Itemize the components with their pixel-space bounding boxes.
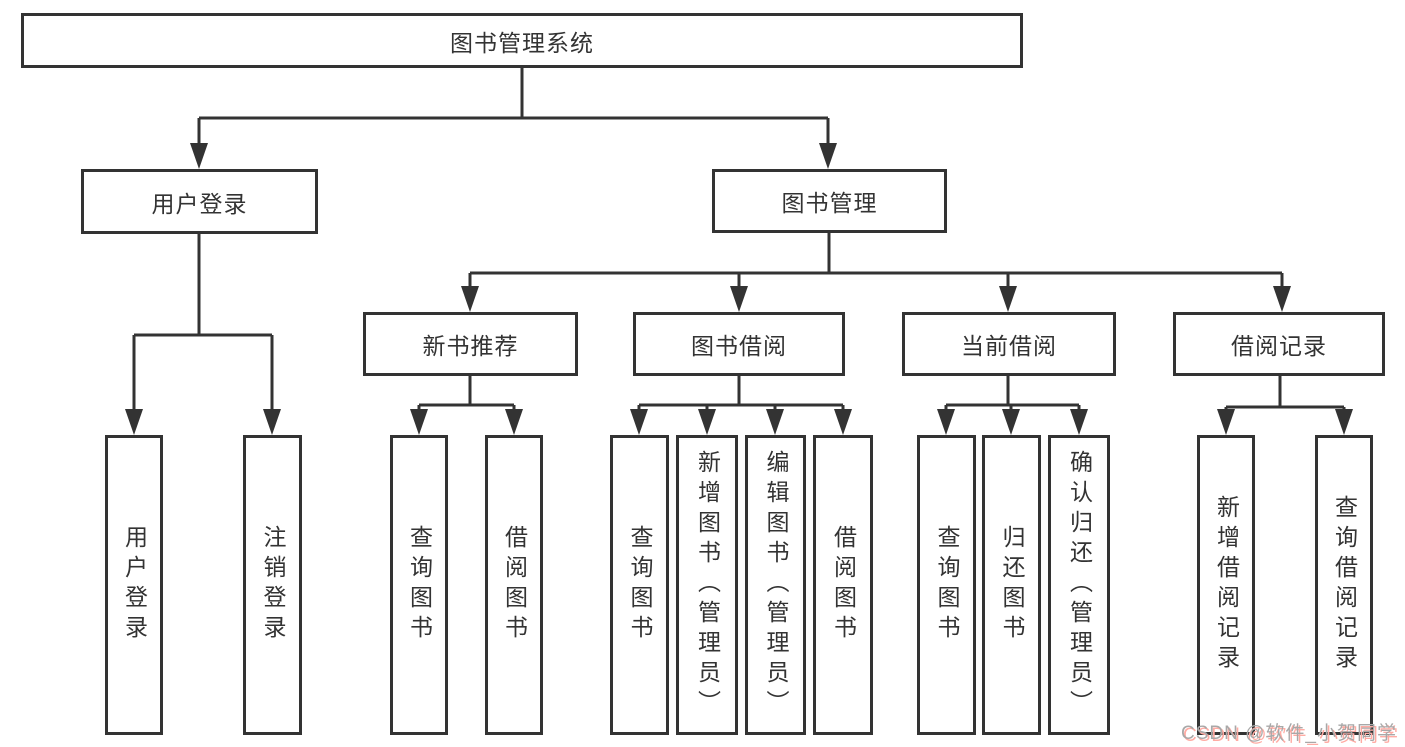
leaf-borrow-edit-admin-label: 编辑图书（管理员） — [763, 450, 789, 720]
node-user-login: 用户登录 — [81, 169, 318, 234]
node-current-borrow-label: 当前借阅 — [961, 333, 1057, 359]
node-current-borrow: 当前借阅 — [902, 312, 1116, 376]
leaf-current-query-label: 查询图书 — [934, 525, 960, 645]
node-book-borrow: 图书借阅 — [633, 312, 845, 376]
node-root-system: 图书管理系统 — [21, 13, 1023, 68]
leaf-current-query: 查询图书 — [917, 435, 976, 735]
node-borrow-record: 借阅记录 — [1173, 312, 1385, 376]
leaf-borrow-query: 查询图书 — [610, 435, 669, 735]
leaf-newbook-query: 查询图书 — [390, 435, 448, 735]
node-book-management-label: 图书管理 — [781, 190, 878, 216]
leaf-logout: 注销登录 — [243, 435, 302, 735]
leaf-return-book-label: 归还图书 — [999, 525, 1025, 645]
leaf-borrow-edit-admin: 编辑图书（管理员） — [745, 435, 806, 735]
leaf-record-query-label: 查询借阅记录 — [1331, 495, 1358, 675]
leaf-borrow-add-admin-label: 新增图书（管理员） — [694, 450, 721, 720]
node-user-login-label: 用户登录 — [151, 190, 248, 217]
leaf-newbook-query-label: 查询图书 — [406, 525, 433, 645]
node-new-book-recommend-label: 新书推荐 — [422, 333, 519, 359]
watermark: CSDN @软件_小贺同学 — [1181, 718, 1397, 745]
leaf-borrow-query-label: 查询图书 — [627, 525, 653, 645]
leaf-record-query: 查询借阅记录 — [1315, 435, 1373, 735]
leaf-record-add-label: 新增借阅记录 — [1213, 495, 1240, 675]
leaf-user-login: 用户登录 — [105, 435, 163, 735]
node-book-management: 图书管理 — [712, 169, 947, 233]
watermark-text: CSDN @软件_小贺同学 — [1181, 723, 1397, 744]
leaf-borrow-book-label: 借阅图书 — [830, 525, 857, 645]
leaf-newbook-borrow: 借阅图书 — [485, 435, 543, 735]
leaf-logout-label: 注销登录 — [260, 525, 286, 645]
leaf-newbook-borrow-label: 借阅图书 — [501, 525, 528, 645]
leaf-borrow-book: 借阅图书 — [813, 435, 873, 735]
leaf-user-login-label: 用户登录 — [121, 525, 148, 645]
leaf-record-add: 新增借阅记录 — [1197, 435, 1255, 735]
node-new-book-recommend: 新书推荐 — [363, 312, 578, 376]
node-borrow-record-label: 借阅记录 — [1231, 333, 1327, 359]
leaf-confirm-return-admin: 确认归还（管理员） — [1048, 435, 1110, 735]
node-book-borrow-label: 图书借阅 — [691, 333, 787, 359]
leaf-borrow-add-admin: 新增图书（管理员） — [676, 435, 738, 735]
node-root-label: 图书管理系统 — [450, 29, 594, 56]
leaf-return-book: 归还图书 — [982, 435, 1041, 735]
leaf-confirm-return-admin-label: 确认归还（管理员） — [1066, 450, 1093, 720]
